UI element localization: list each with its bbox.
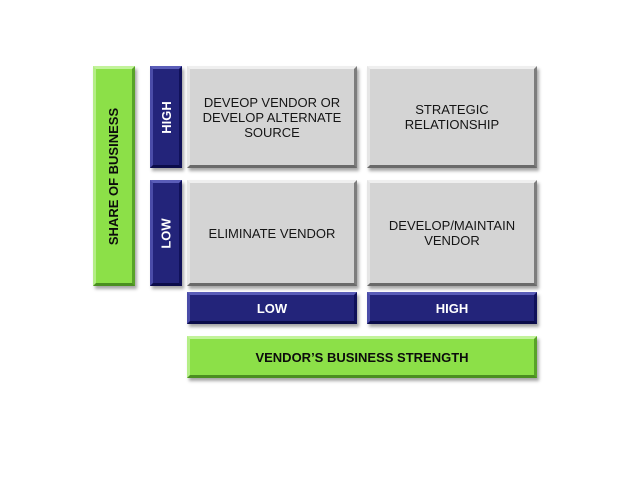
y-axis-high-box: HIGH <box>150 66 182 168</box>
x-axis-title-box: VENDOR’S BUSINESS STRENGTH <box>187 336 537 378</box>
y-axis-low-label: LOW <box>158 217 174 249</box>
quadrant-strategic-relationship-text: STRATEGIC RELATIONSHIP <box>404 102 500 132</box>
x-axis-high-label: HIGH <box>435 300 469 316</box>
quadrant-develop-alternate-text: DEVEOP VENDOR OR DEVELOP ALTERNATE SOURC… <box>202 94 342 140</box>
quadrant-develop-maintain: DEVELOP/MAINTAIN VENDOR <box>367 180 537 286</box>
y-axis-title: SHARE OF BUSINESS <box>106 107 122 245</box>
quadrant-eliminate-vendor-text: ELIMINATE VENDOR <box>208 225 336 241</box>
x-axis-high-box: HIGH <box>367 292 537 324</box>
x-axis-low-label: LOW <box>256 300 288 316</box>
y-axis-low-box: LOW <box>150 180 182 286</box>
x-axis-title: VENDOR’S BUSINESS STRENGTH <box>255 349 469 365</box>
quadrant-strategic-relationship: STRATEGIC RELATIONSHIP <box>367 66 537 168</box>
y-axis-high-label: HIGH <box>158 100 174 134</box>
quadrant-develop-alternate: DEVEOP VENDOR OR DEVELOP ALTERNATE SOURC… <box>187 66 357 168</box>
quadrant-eliminate-vendor: ELIMINATE VENDOR <box>187 180 357 286</box>
x-axis-low-box: LOW <box>187 292 357 324</box>
quadrant-develop-maintain-text: DEVELOP/MAINTAIN VENDOR <box>388 218 516 248</box>
y-axis-title-box: SHARE OF BUSINESS <box>93 66 135 286</box>
